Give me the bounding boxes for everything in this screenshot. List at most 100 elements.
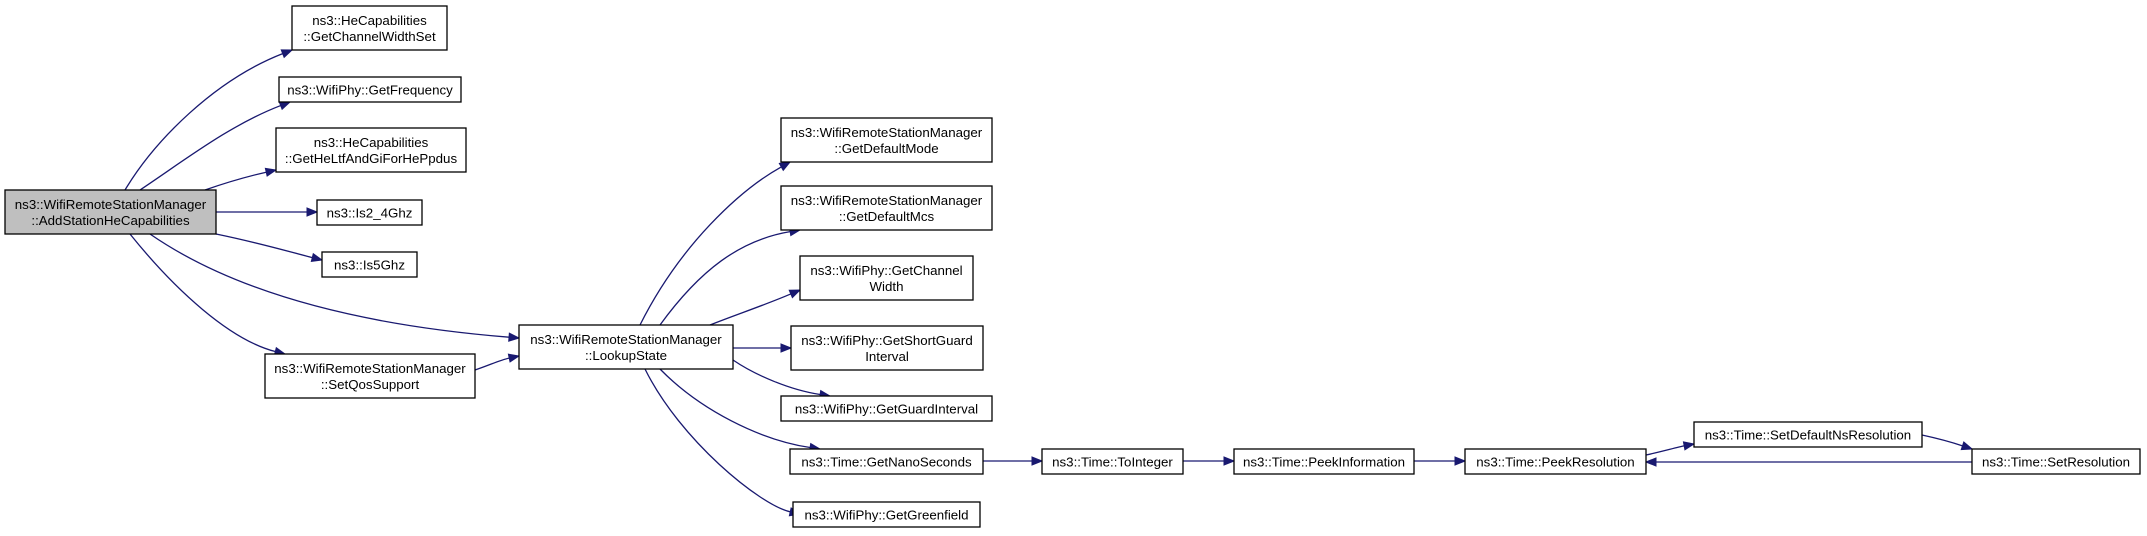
- node-label: ns3::WifiRemoteStationManager: [791, 193, 983, 208]
- node-setqos[interactable]: ns3::WifiRemoteStationManager::SetQosSup…: [264, 353, 476, 399]
- node-box: [1041, 448, 1184, 475]
- node-label: ns3::WifiRemoteStationManager: [791, 125, 983, 140]
- node-chwidth[interactable]: ns3::WifiPhy::GetChannelWidth: [799, 255, 974, 301]
- node-label: ::GetHeLtfAndGiForHePpdus: [285, 151, 458, 166]
- node-label: ns3::WifiPhy::GetGuardInterval: [795, 402, 978, 417]
- node-lookup[interactable]: ns3::WifiRemoteStationManager::LookupSta…: [518, 324, 734, 370]
- arrowhead: [507, 353, 521, 363]
- node-defmcs[interactable]: ns3::WifiRemoteStationManager::GetDefaul…: [780, 185, 993, 231]
- node-defmode[interactable]: ns3::WifiRemoteStationManager::GetDefaul…: [780, 117, 993, 163]
- node-label: ::SetQosSupport: [321, 377, 420, 392]
- node-gi[interactable]: ns3::WifiPhy::GetGuardInterval: [780, 395, 993, 422]
- node-box: [1233, 448, 1415, 475]
- edge-peekres-to-setdefns: [1645, 441, 1696, 456]
- node-label: ns3::Time::PeekInformation: [1243, 455, 1405, 470]
- edge-line: [204, 171, 267, 191]
- edge-lookup-to-greenfield: [644, 368, 802, 517]
- edge-line: [474, 357, 510, 371]
- node-peekres[interactable]: ns3::Time::PeekResolution: [1464, 448, 1647, 475]
- call-graph-edges: [124, 49, 1974, 517]
- node-is5[interactable]: ns3::Is5Ghz: [321, 251, 418, 278]
- node-label: ns3::WifiRemoteStationManager: [530, 332, 722, 347]
- node-box: [1693, 421, 1923, 448]
- edge-nano-to-toint: [983, 456, 1044, 466]
- node-label: ::GetDefaultMode: [834, 141, 938, 156]
- edge-lookup-to-defmcs: [659, 227, 802, 326]
- arrowhead: [788, 289, 802, 299]
- arrowhead: [278, 101, 292, 111]
- arrowhead: [1031, 456, 1044, 466]
- node-label: ns3::HeCapabilities: [314, 135, 429, 150]
- node-he_cw[interactable]: ns3::HeCapabilities::GetChannelWidthSet: [291, 5, 448, 51]
- node-label: ns3::Is5Ghz: [334, 258, 405, 273]
- call-graph-nodes: ns3::WifiRemoteStationManager::AddStatio…: [4, 5, 2141, 528]
- edge-lookup-to-sgi: [733, 343, 793, 353]
- node-label: ns3::WifiPhy::GetGreenfield: [804, 508, 968, 523]
- arrowhead: [1960, 441, 1974, 451]
- edge-line: [215, 233, 313, 259]
- node-label: ::GetDefaultMcs: [839, 209, 935, 224]
- node-label: ns3::Time::PeekResolution: [1476, 455, 1634, 470]
- edge-setres-to-peekres: [1644, 457, 1972, 467]
- edge-setqos-to-lookup: [474, 353, 521, 371]
- arrowhead: [1682, 441, 1696, 451]
- edge-root-to-he_cw: [124, 49, 294, 191]
- node-box: [799, 255, 974, 301]
- node-is24[interactable]: ns3::Is2_4Ghz: [316, 199, 423, 226]
- edge-line: [644, 368, 791, 513]
- edge-root-to-he_ltf: [204, 167, 278, 191]
- node-box: [789, 448, 984, 475]
- node-setres[interactable]: ns3::Time::SetResolution: [1971, 448, 2141, 475]
- node-peekinfo[interactable]: ns3::Time::PeekInformation: [1233, 448, 1415, 475]
- node-setdefns[interactable]: ns3::Time::SetDefaultNsResolution: [1693, 421, 1923, 448]
- arrowhead: [310, 252, 324, 263]
- edge-line: [1921, 434, 1963, 447]
- edge-root-to-lookup: [149, 233, 521, 342]
- node-root[interactable]: ns3::WifiRemoteStationManager::AddStatio…: [4, 189, 217, 235]
- node-box: [4, 189, 217, 235]
- node-label: ns3::WifiRemoteStationManager: [15, 197, 207, 212]
- node-box: [1971, 448, 2141, 475]
- edge-line: [709, 293, 792, 326]
- arrowhead: [508, 332, 521, 342]
- arrowhead: [1454, 456, 1467, 466]
- edge-line: [732, 359, 821, 396]
- edge-lookup-to-defmode: [639, 161, 792, 326]
- node-box: [780, 395, 993, 422]
- edge-toint-to-peekinfo: [1183, 456, 1236, 466]
- edge-line: [659, 231, 791, 326]
- arrowhead: [306, 207, 319, 217]
- arrowhead: [264, 167, 278, 177]
- edge-peekinfo-to-peekres: [1414, 456, 1467, 466]
- edge-line: [639, 166, 782, 326]
- node-label: ns3::WifiPhy::GetChannel: [810, 263, 962, 278]
- node-box: [790, 325, 984, 371]
- node-toint[interactable]: ns3::Time::ToInteger: [1041, 448, 1184, 475]
- arrowhead: [1223, 456, 1236, 466]
- node-label: ns3::Time::ToInteger: [1052, 455, 1173, 470]
- node-he_ltf[interactable]: ns3::HeCapabilities::GetHeLtfAndGiForHeP…: [275, 127, 467, 173]
- edge-lookup-to-chwidth: [709, 289, 802, 326]
- node-label: ns3::HeCapabilities: [312, 13, 427, 28]
- node-box: [792, 501, 981, 528]
- node-box: [291, 5, 448, 51]
- node-nano[interactable]: ns3::Time::GetNanoSeconds: [789, 448, 984, 475]
- arrowhead: [780, 343, 793, 353]
- node-phy_freq[interactable]: ns3::WifiPhy::GetFrequency: [278, 76, 462, 103]
- edge-line: [149, 233, 510, 338]
- node-box: [321, 251, 418, 278]
- arrowhead: [280, 49, 294, 59]
- edge-root-to-phy_freq: [139, 101, 292, 191]
- node-greenfield[interactable]: ns3::WifiPhy::GetGreenfield: [792, 501, 981, 528]
- node-box: [275, 127, 467, 173]
- node-label: ::AddStationHeCapabilities: [31, 213, 190, 228]
- node-label: ns3::WifiPhy::GetShortGuard: [801, 333, 972, 348]
- node-box: [264, 353, 476, 399]
- edge-line: [129, 233, 276, 353]
- edge-line: [659, 368, 811, 449]
- edge-root-to-is5: [215, 233, 324, 263]
- node-box: [316, 199, 423, 226]
- node-label: ns3::Is2_4Ghz: [327, 206, 413, 221]
